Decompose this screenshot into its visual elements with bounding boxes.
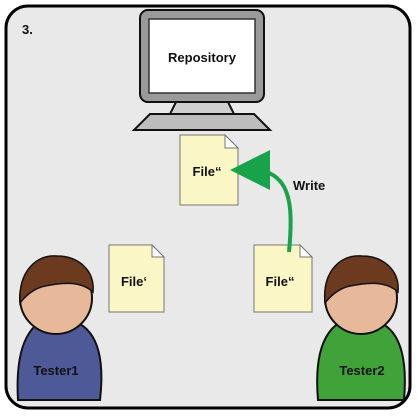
person-icon	[316, 255, 406, 401]
step-number: 3.	[22, 22, 33, 37]
document-icon	[108, 243, 166, 313]
tester2-label: Tester2	[339, 363, 384, 378]
document-icon	[253, 243, 314, 313]
tester1-label: Tester1	[33, 363, 78, 378]
person-icon	[16, 255, 103, 401]
repo-file-label: File“	[193, 164, 222, 179]
tester1-file-label: File‘	[121, 274, 147, 289]
document-icon	[179, 133, 240, 206]
computer-monitor-icon	[131, 9, 273, 131]
write-label: Write	[293, 178, 325, 193]
repository-label: Repository	[168, 50, 237, 65]
tester2-file-label: File“	[266, 274, 295, 289]
write-arrow	[230, 150, 293, 253]
